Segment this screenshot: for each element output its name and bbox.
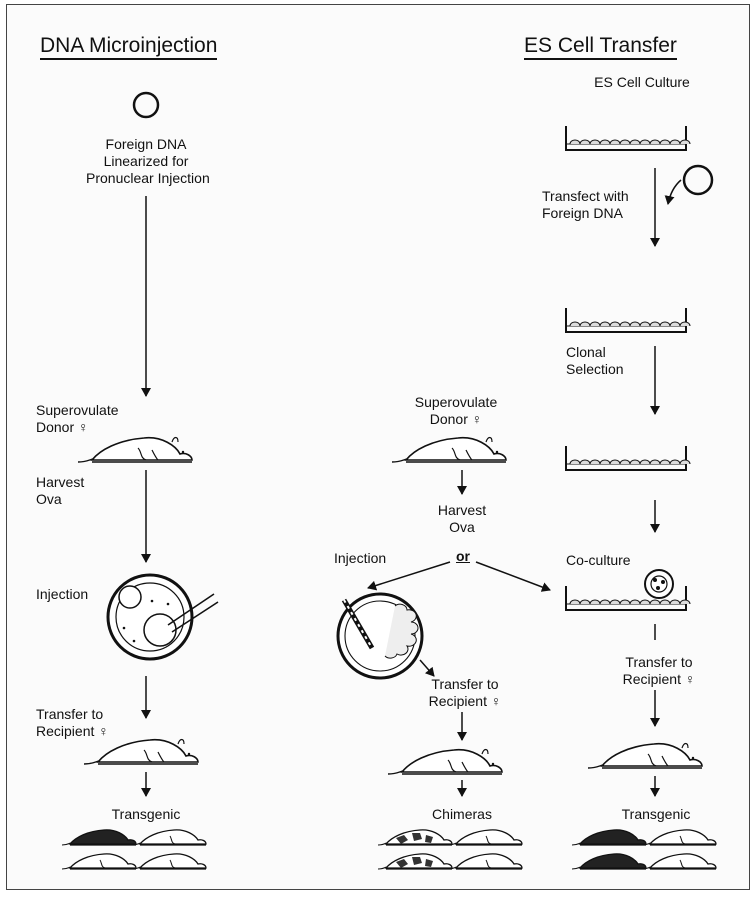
right-transfer-label: Transfer to Recipient ♀ (622, 654, 696, 687)
left-harvest-label: Harvest Ova (36, 474, 85, 507)
right-result-label: Transgenic (621, 806, 691, 822)
transfect-label: Transfect with Foreign DNA (542, 188, 629, 221)
clonal-selection-label: Clonal Selection (566, 344, 624, 377)
left-transfer-label: Transfer to Recipient ♀ (36, 706, 109, 739)
left-result-label: Transgenic (111, 806, 181, 822)
es-cell-culture-label: ES Cell Culture (594, 74, 690, 90)
or-label: or (456, 548, 470, 564)
middle-superovulate-label: Superovulate Donor ♀ (414, 394, 498, 427)
middle-harvest-label: Harvest Ova (437, 502, 487, 535)
coculture-label: Co-culture (566, 552, 631, 568)
middle-injection-label: Injection (334, 550, 387, 566)
middle-transfer-label: Transfer to Recipient ♀ (428, 676, 502, 709)
left-injection-label: Injection (36, 586, 89, 602)
foreign-dna-label: Foreign DNA Linearized for Pronuclear In… (86, 136, 210, 186)
left-superovulate-label: Superovulate Donor ♀ (36, 402, 119, 435)
es-cell-transfer-title: ES Cell Transfer (524, 34, 677, 60)
middle-result-label: Chimeras (432, 806, 492, 822)
dna-microinjection-title: DNA Microinjection (40, 34, 218, 60)
